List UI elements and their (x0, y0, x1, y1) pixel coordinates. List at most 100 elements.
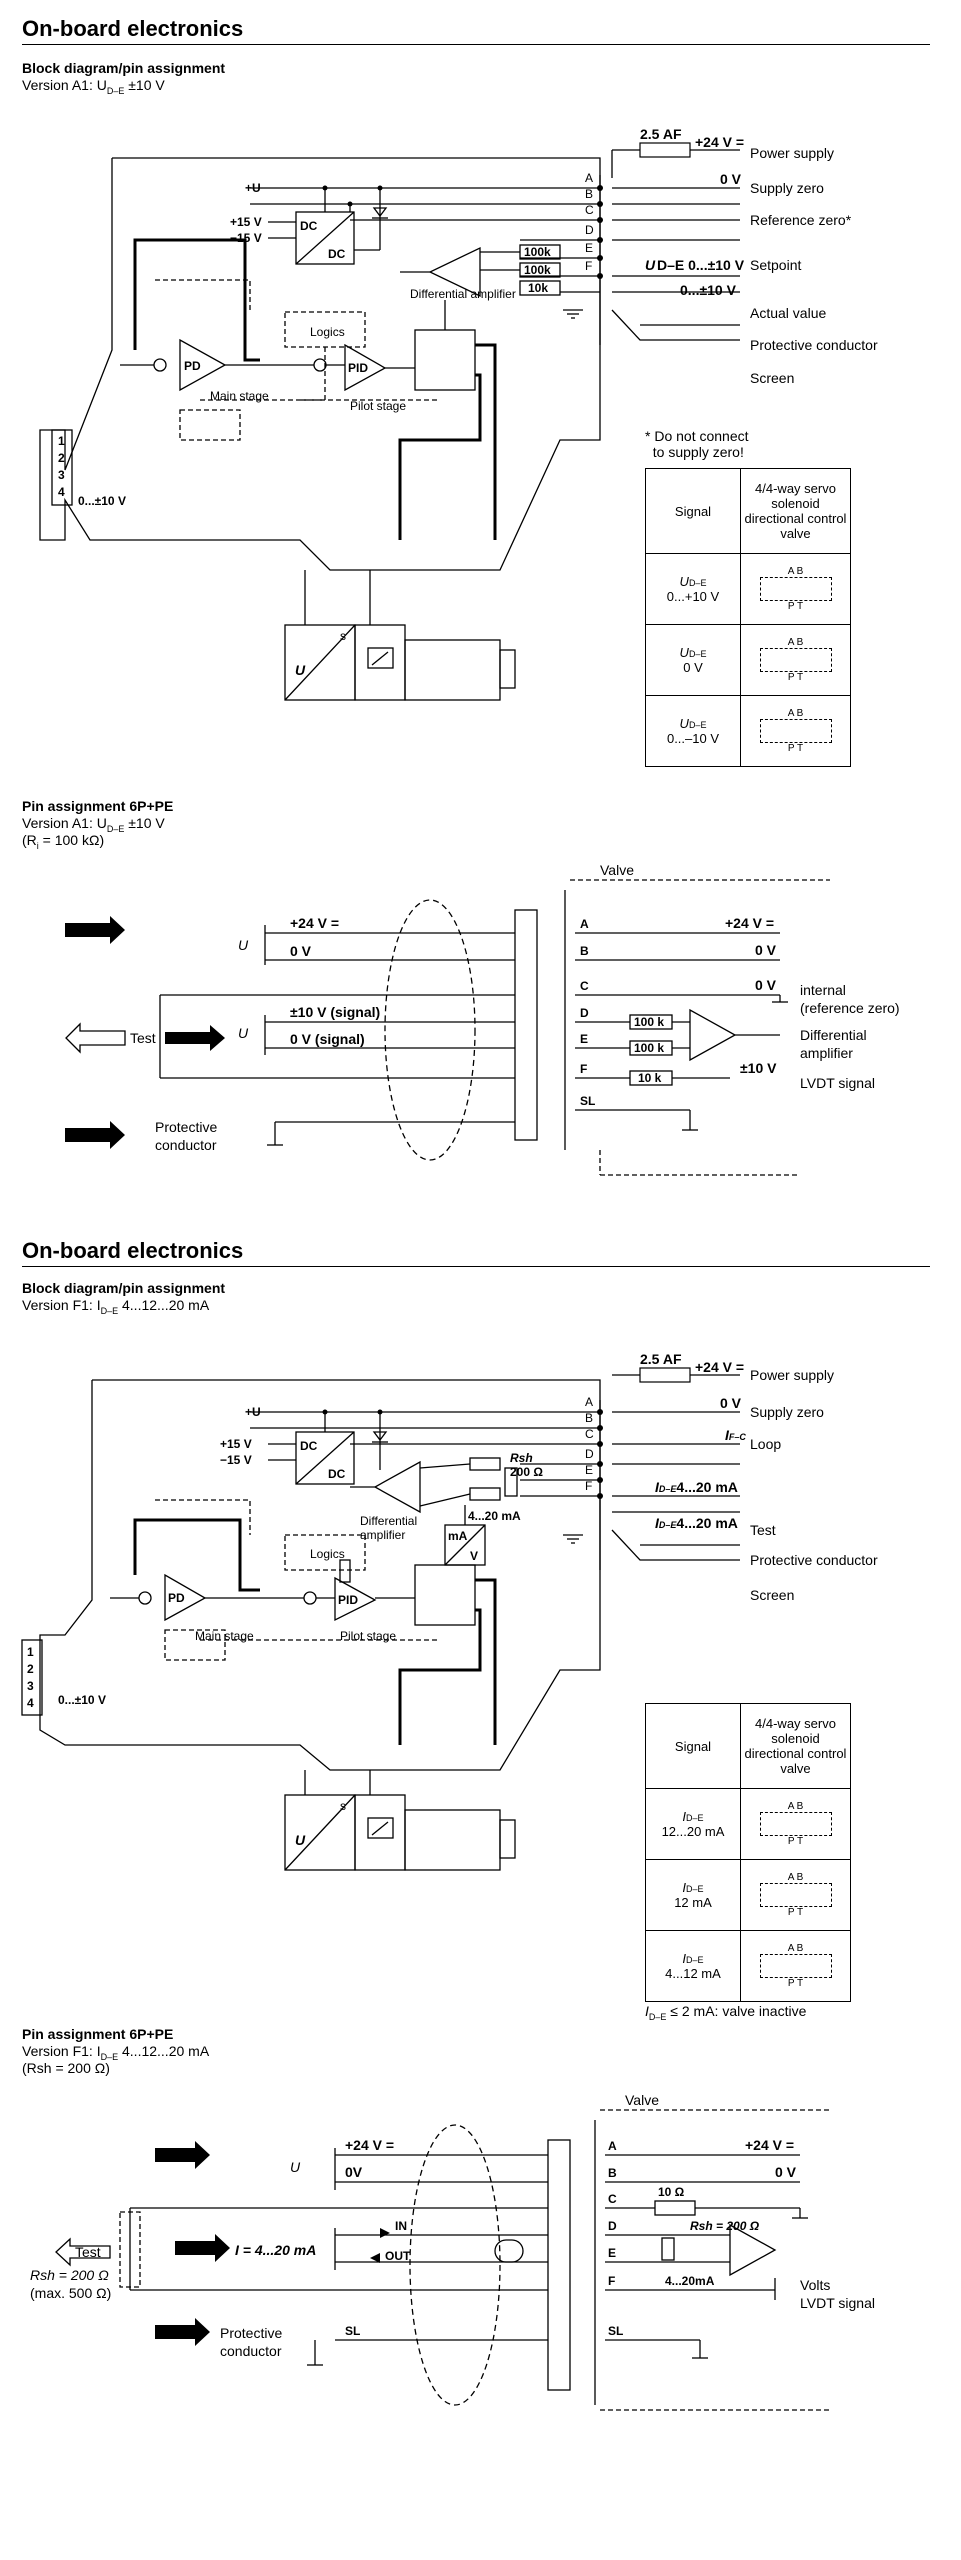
setpoint-range: D–E 0...±10 V (657, 257, 745, 273)
pin1-left-0vsignal: 0 V (signal) (290, 1031, 365, 1047)
conn2-pin-4: 4 (27, 1696, 34, 1710)
pin2-D: D (608, 2219, 617, 2233)
section2-heading: Block diagram/pin assignment (22, 1280, 226, 1296)
fuse-label-2: 2.5 AF (640, 1351, 682, 1367)
label2-test: Test (750, 1522, 776, 1538)
pin2-rsh: (Rsh = 200 Ω) (22, 2060, 110, 2076)
pin1-left-0v: 0 V (290, 943, 312, 959)
label-actual-value: Actual value (750, 305, 826, 321)
label-supply-zero: Supply zero (750, 180, 824, 196)
pin1-ri: (Ri = 100 kΩ) (22, 832, 105, 851)
label2-power-supply: Power supply (750, 1367, 834, 1383)
pin-D: D (585, 223, 594, 237)
label-reference-zero: Reference zero* (750, 212, 852, 228)
pin2-value-A: +24 V = (695, 1359, 744, 1375)
pin1-prot2: conductor (155, 1137, 217, 1153)
rsh-value: 200 Ω (510, 1465, 543, 1479)
plus15-2: +15 V (220, 1437, 252, 1451)
pin1-valve: Valve (600, 862, 634, 878)
pin1-internal: internal (800, 982, 846, 998)
diff2-label: Differential (360, 1514, 417, 1528)
pin2-F: F (585, 1479, 592, 1493)
pin1-ue: U (238, 1025, 249, 1041)
minus15-2: −15 V (220, 1453, 252, 1467)
pin1-right-24v: +24 V = (725, 915, 774, 931)
block-diagram-f1: 2.5 AF A B C D E F +24 V = 0 V IF–C ID–E… (21, 1351, 878, 1871)
th2-signal: Signal (645, 1703, 741, 1789)
th-signal: Signal (645, 468, 741, 554)
pin1-left-24v: +24 V = (290, 915, 339, 931)
pin2-value-C: IF–C (725, 1427, 746, 1443)
pin2-rsh-left: Rsh = 200 Ω (30, 2267, 109, 2283)
pin2-rsh-left2: (max. 500 Ω) (30, 2285, 111, 2301)
pin2-prot: Protective (220, 2325, 282, 2341)
pin2-rsh-right: Rsh = 200 Ω (690, 2219, 760, 2233)
pin1-D: D (580, 1006, 589, 1020)
pin-E: E (585, 241, 593, 255)
pin1-res3: 10 k (638, 1071, 662, 1085)
pin2-volts: Volts (800, 2277, 830, 2293)
ma-v: V (470, 1549, 478, 1563)
pin2-in: IN (395, 2219, 407, 2233)
pin-A: A (585, 171, 593, 185)
title-rule-2 (22, 1266, 930, 1267)
th-valve: 4/4-way servo solenoid directional contr… (740, 468, 851, 554)
pin-C: C (585, 203, 594, 217)
pin-assignment-f1: U +24 V = 0V I = 4...20 mA IN OUT SL Tes… (30, 2092, 875, 2411)
pin1-heading: Pin assignment 6P+PE (22, 798, 174, 814)
minus15: −15 V (230, 231, 262, 245)
pin2-E: E (608, 2246, 616, 2260)
section1-version: Version A1: UD–E ±10 V (22, 77, 165, 96)
label2-loop: Loop (750, 1436, 781, 1452)
pin-assignment-a1: +24 V = 0 V ±10 V (signal) 0 V (signal) … (65, 862, 900, 1176)
pin2-F: F (608, 2274, 615, 2288)
conn-pin-3: 3 (58, 468, 65, 482)
pin2-left-24v: +24 V = (345, 2137, 394, 2153)
th2-valve: 4/4-way servo solenoid directional contr… (740, 1703, 851, 1789)
conn2-pin-2: 2 (27, 1662, 34, 1676)
pd2-label: PD (168, 1591, 185, 1605)
label-protective-conductor: Protective conductor (750, 337, 878, 353)
pin2-E: E (585, 1463, 593, 1477)
label2-prot: Protective conductor (750, 1552, 878, 1568)
pin2-ub: U (290, 2159, 301, 2175)
section1-title: On-board electronics (22, 16, 244, 41)
pin1-C: C (580, 979, 589, 993)
u-label: U (295, 662, 306, 678)
pin1-diff: Differential (800, 1027, 867, 1043)
diff2-label-2: amplifier (360, 1528, 405, 1542)
pin2-version: Version F1: ID–E 4...12...20 mA (22, 2043, 210, 2062)
section2-title: On-board electronics (22, 1238, 244, 1263)
plus15: +15 V (230, 215, 262, 229)
label-screen: Screen (750, 370, 794, 386)
pin2-C: C (608, 2192, 617, 2206)
conn-pin-4: 4 (58, 485, 65, 499)
note: * Do not connect to supply zero! (645, 428, 749, 460)
ub-label: +U (245, 181, 261, 195)
conn2-pin-3: 3 (27, 1679, 34, 1693)
conn2-pin-1: 1 (27, 1645, 34, 1659)
res-100k-2: 100k (524, 263, 551, 277)
pid-label: PID (348, 361, 368, 375)
pin2-left-0v: 0V (345, 2164, 363, 2180)
pin-value-D: U (645, 257, 656, 273)
pin1-lvdt: LVDT signal (800, 1075, 875, 1091)
pin2-test: Test (75, 2244, 101, 2260)
s2-label: s (340, 1799, 346, 1813)
pin2-A: A (585, 1395, 593, 1409)
dc-bottom: DC (328, 247, 346, 261)
label-power-supply: Power supply (750, 145, 834, 161)
pin2-r10: 10 Ω (658, 2185, 685, 2199)
logics2-label: Logics (310, 1547, 345, 1561)
pin-F: F (585, 259, 592, 273)
dc-top: DC (300, 219, 318, 233)
pin-value-B: 0 V (720, 171, 742, 187)
